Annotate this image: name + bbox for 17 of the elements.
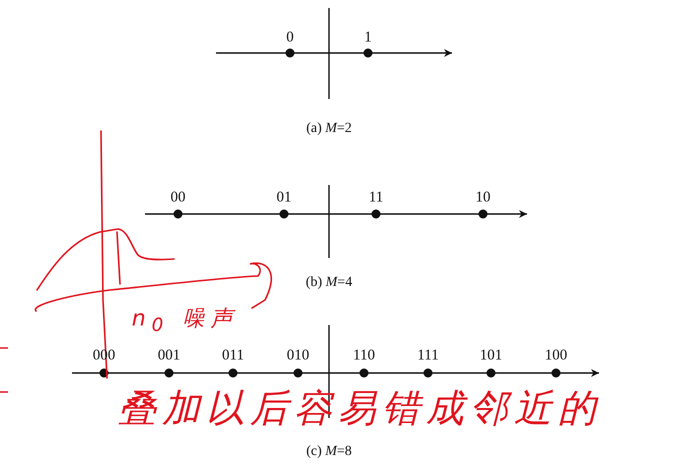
- point-label: 001: [158, 348, 180, 364]
- point-label: 1: [364, 30, 372, 46]
- point-label: 01: [276, 190, 292, 206]
- point-label: 111: [417, 348, 439, 364]
- point-label: 11: [368, 190, 384, 206]
- point-label: 0: [286, 30, 294, 46]
- handwritten-note: n$_{0}$ 噪声: [132, 308, 238, 336]
- point-label: 10: [476, 190, 490, 206]
- subfigure-caption: (a) M=2: [306, 122, 352, 136]
- point-label: 101: [480, 348, 502, 364]
- subfigure-caption: (b) M=4: [306, 276, 352, 290]
- point-label: 00: [170, 190, 186, 206]
- point-label: 110: [353, 348, 375, 364]
- point-label: 011: [222, 348, 244, 364]
- subfigure-caption: (c) M=8: [306, 445, 352, 459]
- point-label: 100: [544, 348, 568, 364]
- point-label: 010: [286, 348, 310, 364]
